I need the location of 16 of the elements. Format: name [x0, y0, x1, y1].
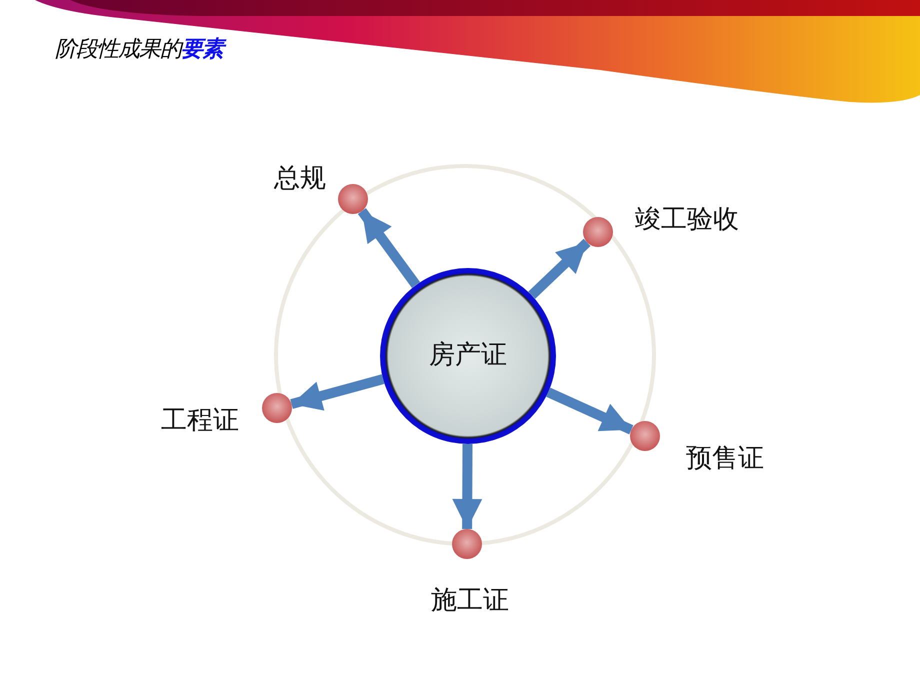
circle-marker [452, 529, 482, 559]
arrow [452, 444, 482, 530]
node-label: 预售证 [686, 442, 764, 476]
circle-marker [630, 421, 660, 451]
arrow [358, 208, 420, 288]
circle-marker [338, 184, 368, 214]
arrow [546, 388, 634, 434]
circle-marker [262, 393, 292, 423]
arrow [528, 238, 591, 299]
node-label: 工程证 [161, 404, 239, 438]
arrow [290, 374, 384, 411]
node-label: 施工证 [431, 584, 509, 618]
circle-marker [583, 217, 613, 247]
node-label: 竣工验收 [635, 204, 739, 236]
hub-label: 房产证 [429, 338, 507, 372]
node-label: 总规 [274, 162, 326, 196]
